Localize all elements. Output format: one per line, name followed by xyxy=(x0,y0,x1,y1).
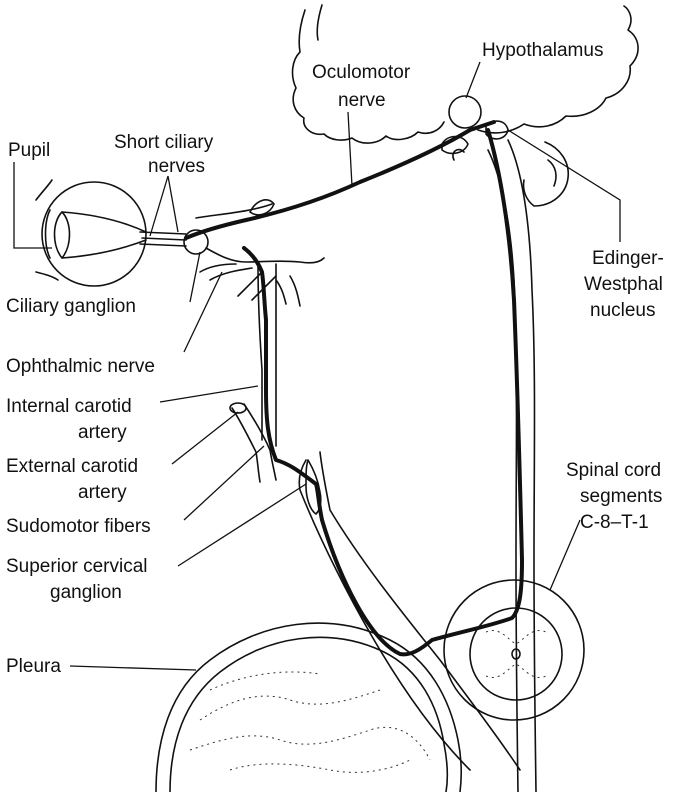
label-edinger-westphal-3: nucleus xyxy=(590,300,656,321)
eyeball xyxy=(42,182,146,286)
label-oculomotor: Oculomotor xyxy=(312,62,411,83)
label-spinal-cord-3: C-8–T-1 xyxy=(580,512,649,533)
vessel xyxy=(200,264,252,280)
leader-superior-cervical xyxy=(178,484,306,566)
leader-sudomotor xyxy=(184,446,264,520)
leader-ophthalmic xyxy=(184,272,222,352)
sympathetic-pathway xyxy=(316,130,522,654)
label-edinger-westphal-2: Westphal xyxy=(584,274,663,295)
neck-contour xyxy=(299,460,470,770)
label-sudomotor: Sudomotor fibers xyxy=(6,516,151,537)
brain-fold xyxy=(317,5,322,40)
label-external-carotid: External carotid xyxy=(6,456,138,477)
pleura-inner xyxy=(170,637,447,792)
label-spinal-cord-2: segments xyxy=(580,486,662,507)
vessel xyxy=(276,276,300,306)
label-short-ciliary: Short ciliary xyxy=(114,132,214,153)
spinal-cord-left-wall xyxy=(488,150,518,792)
leader-short-ciliary xyxy=(150,176,178,236)
label-spinal-cord: Spinal cord xyxy=(566,460,661,481)
leader-edinger-westphal xyxy=(508,130,620,242)
hypothalamus-circle xyxy=(449,96,481,128)
short-ciliary-nerves xyxy=(140,232,186,246)
lung-texture xyxy=(190,672,430,772)
label-oculomotor-2: nerve xyxy=(338,90,386,111)
leader-ciliary-ganglion xyxy=(190,252,200,302)
label-ciliary-ganglion: Ciliary ganglion xyxy=(6,296,136,317)
brain-fold xyxy=(548,160,556,186)
cornea xyxy=(46,210,51,258)
label-internal-carotid: Internal carotid xyxy=(6,396,132,417)
cerebellum-outline xyxy=(523,142,568,206)
vessel xyxy=(238,272,276,300)
leader-oculomotor xyxy=(348,112,352,186)
label-edinger-westphal: Edinger- xyxy=(592,248,664,269)
neck-contour xyxy=(320,452,520,770)
leader-hypothalamus xyxy=(466,62,480,98)
label-short-ciliary-2: nerves xyxy=(148,156,205,177)
label-superior-cervical-2: ganglion xyxy=(50,582,122,603)
lens xyxy=(55,212,70,258)
leader-pleura xyxy=(70,666,196,670)
spinal-cord-right-wall xyxy=(508,140,536,792)
label-internal-carotid-2: artery xyxy=(78,422,127,443)
label-superior-cervical: Superior cervical xyxy=(6,556,148,577)
label-ophthalmic-nerve: Ophthalmic nerve xyxy=(6,356,155,377)
eyelid-bottom xyxy=(36,272,58,280)
label-pupil: Pupil xyxy=(8,140,50,161)
leader-internal-carotid xyxy=(160,386,258,402)
eyelid-top xyxy=(36,180,52,200)
label-pleura: Pleura xyxy=(6,656,61,677)
ophthalmic-nerve-path xyxy=(206,248,324,263)
midbrain-shape xyxy=(453,150,464,160)
label-hypothalamus: Hypothalamus xyxy=(482,40,603,61)
eye-inner-line xyxy=(62,212,146,258)
leader-external-carotid xyxy=(172,412,238,464)
label-external-carotid-2: artery xyxy=(78,482,127,503)
leader-spinal-cord xyxy=(550,520,580,590)
